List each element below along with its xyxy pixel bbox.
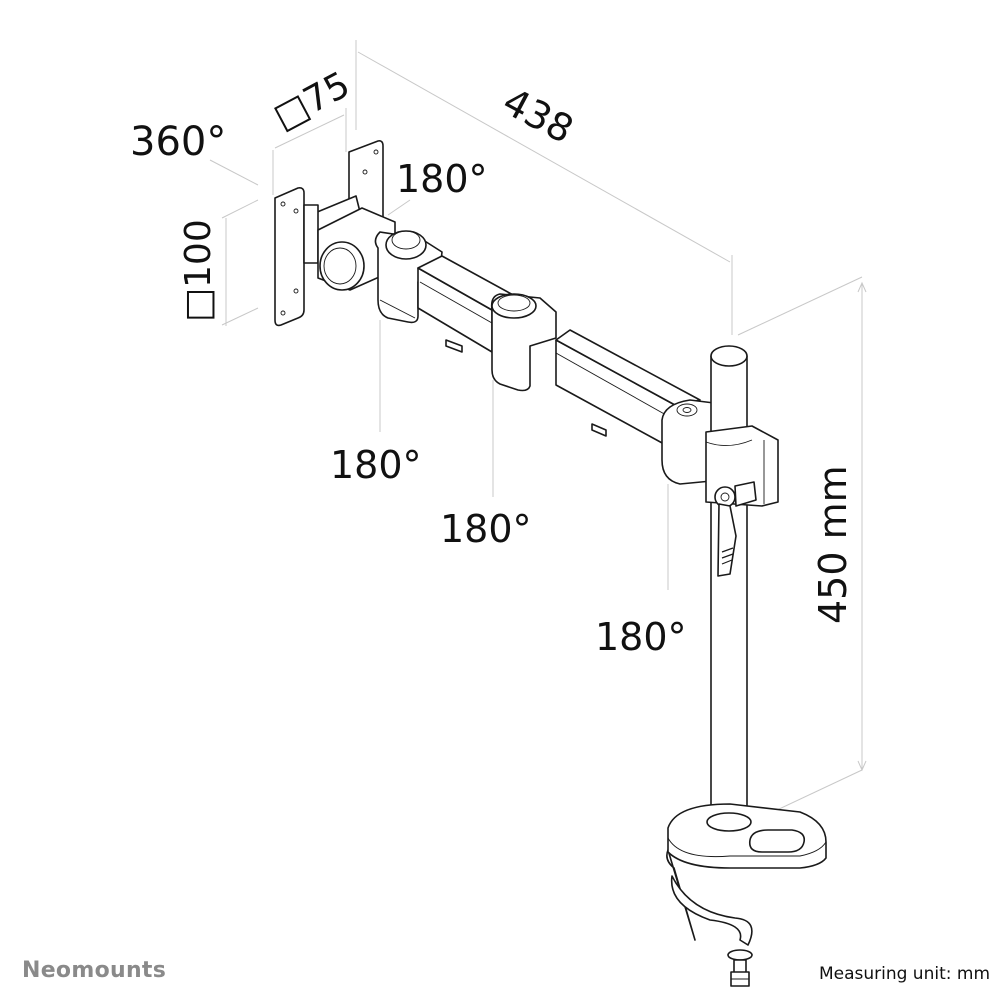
vesa-horizontal-label: □75 (267, 64, 357, 138)
rotation-label-joint-1: 180° (330, 443, 422, 487)
dimension-lines (209, 40, 867, 819)
clamp-lever (717, 503, 737, 577)
rotation-label-joint-2: 180° (440, 507, 532, 551)
pole-collar (705, 425, 779, 508)
brand-logo: Neomounts (22, 958, 167, 983)
rotation-label-plate: 360° (130, 119, 226, 165)
pole (710, 345, 748, 827)
height-dimension-label: 450 mm (811, 465, 855, 624)
desk-clamp (666, 803, 827, 987)
vesa-plate (274, 140, 384, 327)
arm-joint-1 (374, 230, 443, 324)
measuring-unit-note: Measuring unit: mm (818, 964, 990, 984)
vesa-vertical-label: □100 (178, 219, 219, 322)
rotation-label-pole-joint: 180° (595, 615, 687, 659)
arm-segment (417, 255, 701, 451)
width-dimension-label: 438 (496, 79, 581, 152)
rotation-label-tilt: 180° (396, 157, 488, 201)
arm-joint-2 (490, 293, 557, 392)
